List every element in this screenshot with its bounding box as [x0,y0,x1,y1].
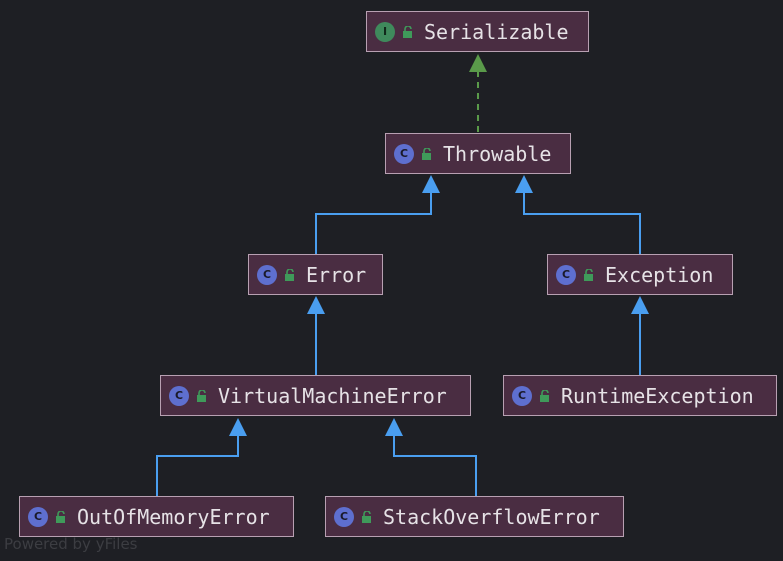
unlock-icon [284,268,296,281]
edge-exception-throwable [515,175,641,254]
edge-vme-error [307,296,325,375]
node-runtimeexception[interactable]: C RuntimeException [503,375,777,416]
node-label: VirtualMachineError [218,383,447,408]
node-serializable[interactable]: I Serializable [366,11,589,52]
node-exception[interactable]: C Exception [547,254,733,295]
unlock-icon [421,147,433,160]
unlock-icon [196,389,208,402]
node-error[interactable]: C Error [248,254,383,295]
edge-runtime-exception [631,296,649,375]
node-label: OutOfMemoryError [77,504,270,529]
node-virtualmachineerror[interactable]: C VirtualMachineError [160,375,471,416]
class-icon: C [334,506,354,527]
edge-oom-vme [156,418,247,496]
node-label: Error [306,262,367,287]
unlock-icon [402,25,414,38]
node-label: Serializable [424,19,569,44]
node-throwable[interactable]: C Throwable [385,133,571,174]
edge-throwable-serializable [469,54,487,132]
edge-soe-vme [385,418,477,496]
node-label: RuntimeException [561,383,754,408]
class-icon: C [556,264,576,285]
interface-icon: I [375,21,395,42]
class-icon: C [257,264,277,285]
edge-error-throwable [315,175,440,254]
unlock-icon [361,510,373,523]
unlock-icon [55,510,67,523]
node-outofmemoryerror[interactable]: C OutOfMemoryError [19,496,294,537]
node-label: Exception [605,262,714,287]
node-label: Throwable [443,141,552,166]
unlock-icon [539,389,551,402]
class-icon: C [512,385,532,406]
unlock-icon [583,268,595,281]
watermark: Powered by yFiles [4,535,138,553]
class-icon: C [169,385,189,406]
class-icon: C [28,506,48,527]
class-icon: C [394,143,414,164]
node-stackoverflowerror[interactable]: C StackOverflowError [325,496,624,537]
node-label: StackOverflowError [383,504,600,529]
